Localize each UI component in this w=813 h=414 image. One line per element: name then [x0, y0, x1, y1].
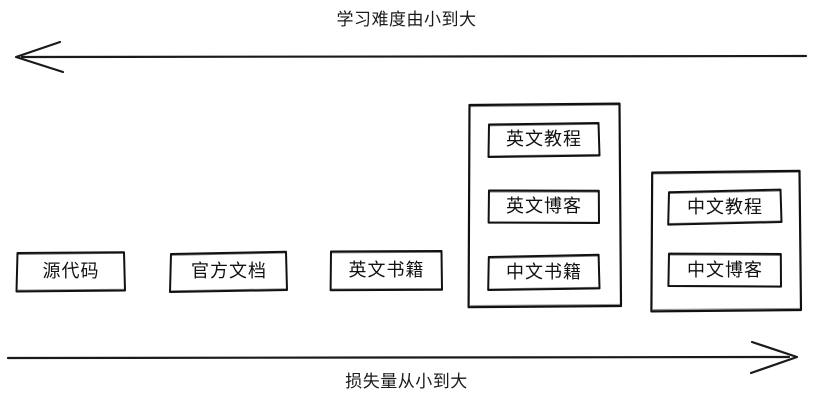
node-english-books[interactable]: 英文书籍	[329, 250, 443, 292]
node-label: 英文博客	[506, 196, 582, 217]
node-label: 英文教程	[506, 129, 582, 150]
node-label: 中文书籍	[506, 261, 582, 283]
node-chinese-tutorial[interactable]: 中文教程	[667, 188, 783, 226]
node-label: 中文博客	[687, 259, 763, 281]
node-label: 中文教程	[687, 196, 763, 218]
node-label: 源代码	[42, 261, 100, 282]
bottom-axis-label: 损失量从小到大	[345, 372, 468, 392]
node-label: 英文书籍	[348, 260, 425, 281]
node-label: 官方文档	[191, 261, 267, 282]
node-chinese-blog[interactable]: 中文博客	[667, 252, 782, 288]
top-axis-label: 学习难度由小到大	[336, 10, 477, 30]
node-english-tutorial[interactable]: 英文教程	[487, 122, 601, 158]
node-official-docs[interactable]: 官方文档	[169, 250, 288, 293]
node-chinese-books[interactable]: 中文书籍	[487, 253, 601, 291]
node-english-blog[interactable]: 英文博客	[487, 189, 600, 224]
node-source-code[interactable]: 源代码	[15, 251, 126, 293]
